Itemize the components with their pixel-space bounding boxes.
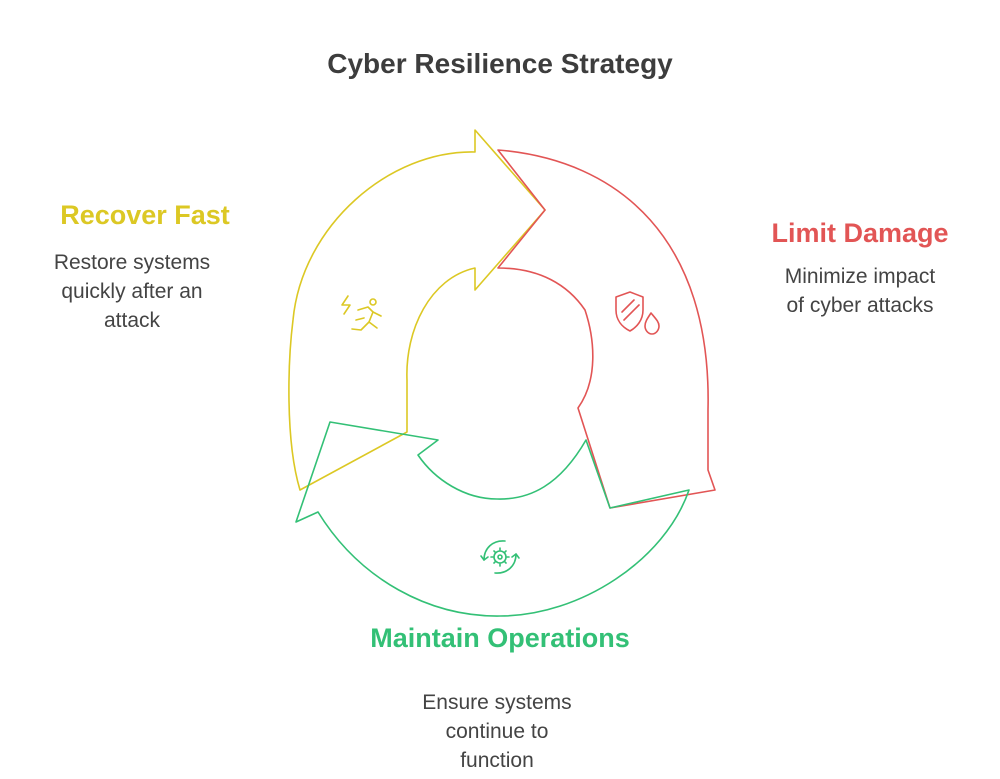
desc-line: attack bbox=[103, 309, 161, 332]
desc-line: Restore systems bbox=[53, 251, 211, 274]
desc-line: of cyber attacks bbox=[786, 294, 934, 317]
desc-line: quickly after an bbox=[61, 280, 203, 303]
desc-line: Ensure systems bbox=[422, 691, 572, 714]
desc-line: function bbox=[460, 749, 534, 772]
maintain-operations-description: Ensure systems continue to function bbox=[387, 688, 607, 775]
maintain-operations-title: Maintain Operations bbox=[370, 623, 630, 653]
limit-damage-description: Minimize impact of cyber attacks bbox=[750, 262, 970, 320]
running-lightning-icon bbox=[341, 295, 382, 331]
maintain-arrow bbox=[295, 421, 690, 617]
diagram-title: Cyber Resilience Strategy bbox=[327, 48, 673, 79]
limit-arrow bbox=[497, 149, 716, 509]
limit-damage-title: Limit Damage bbox=[771, 218, 949, 248]
gear-cycle-icon bbox=[480, 540, 520, 574]
desc-line: continue to bbox=[445, 720, 549, 743]
recover-fast-title: Recover Fast bbox=[60, 200, 230, 230]
recover-fast-description: Restore systems quickly after an attack bbox=[22, 248, 242, 335]
recover-arrow bbox=[288, 129, 546, 491]
desc-line: Minimize impact bbox=[784, 265, 936, 288]
shield-drop-icon bbox=[615, 291, 660, 335]
